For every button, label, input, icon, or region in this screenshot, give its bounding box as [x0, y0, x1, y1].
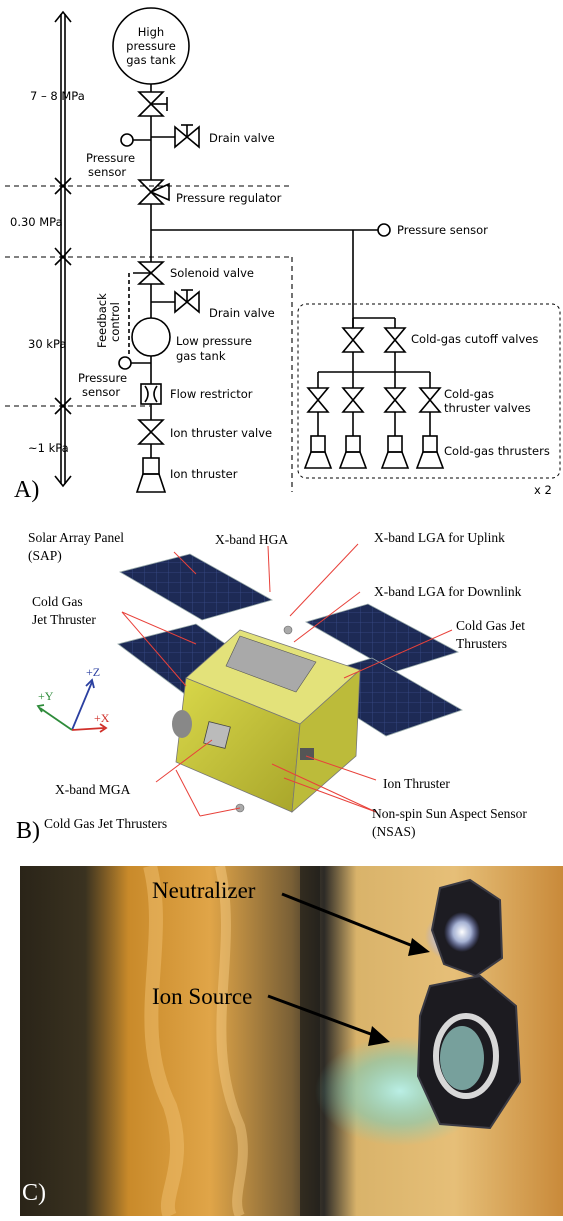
ion-engine-photograph: Neutralizer Ion Source C) — [20, 864, 563, 1220]
hga-label: X-band HGA — [215, 532, 288, 547]
flow-restrictor — [140, 383, 162, 405]
cg-valves-label-2: thruster valves — [444, 401, 531, 415]
gas-system-schematic: High pressure gas tank 7 – 8 MPa 0.30 MP… — [5, 7, 561, 503]
lga-uplink-label: X-band LGA for Uplink — [374, 530, 505, 545]
pressure-sensor-1 — [120, 133, 134, 147]
nsas-label-1: Non-spin Sun Aspect Sensor — [372, 806, 527, 821]
multiplier-label: x 2 — [534, 483, 552, 497]
pressure-sensor-right — [377, 223, 391, 237]
panel-c-letter: C) — [22, 1180, 46, 1206]
feedback-label-1: Feedback — [95, 293, 109, 348]
panel-a-letter: A) — [14, 477, 39, 503]
cold-gas-module-box — [297, 303, 561, 479]
hga-panel — [225, 635, 317, 693]
sap-label-1: Solar Array Panel — [28, 530, 124, 545]
ion-thruster-nozzle — [135, 473, 167, 493]
ion-source-label: Ion Source — [152, 984, 252, 1009]
pressure-sensor-2-label-1: Pressure — [78, 371, 127, 385]
solar-panel-back-right — [304, 603, 460, 673]
axis-z-label: +Z — [86, 665, 100, 679]
ion-thruster-label: Ion thruster — [170, 467, 238, 481]
tank-label-3: gas tank — [126, 53, 176, 67]
pressure-zone-dividers — [5, 185, 293, 492]
pressure-label-2: 0.30 MPa — [10, 215, 63, 229]
drain-valve-1-label: Drain valve — [209, 131, 275, 145]
cg-valves-label-1: Cold-gas — [444, 387, 494, 401]
solar-panel-back-left — [118, 553, 274, 621]
panel-b-spacecraft-view: +Z +Y +X Solar Array Panel (SAP) X-band … — [0, 512, 563, 850]
regulator-label: Pressure regulator — [176, 191, 282, 205]
panel-b-letter: B) — [16, 818, 40, 844]
spacecraft-side-face — [291, 669, 361, 813]
pressure-label-4: ~1 kPa — [28, 441, 69, 455]
tank-label-1: High — [138, 25, 164, 39]
pressure-label-1: 7 – 8 MPa — [30, 89, 85, 103]
lp-tank-label-1: Low pressure — [176, 334, 252, 348]
annotation-arrows — [267, 892, 430, 1046]
axis-y-label: +Y — [38, 689, 54, 703]
cgjt-right-label-2: Thrusters — [456, 636, 507, 651]
pressure-sensor-1-label-2: sensor — [88, 165, 126, 179]
pressure-sensor-2-label-2: sensor — [82, 385, 120, 399]
mga-antenna — [203, 721, 231, 749]
cgjt-left-label-1: Cold Gas — [32, 594, 83, 609]
flow-restrictor-label: Flow restrictor — [170, 387, 253, 401]
cgjt-bottom-label: Cold Gas Jet Thrusters — [44, 816, 167, 831]
diagram-labels: High pressure gas tank 7 – 8 MPa 0.30 MP… — [10, 25, 552, 497]
lga-antenna — [283, 625, 293, 635]
ion-thruster-label-b: Ion Thruster — [383, 776, 450, 791]
pressure-sensor-right-label: Pressure sensor — [397, 223, 488, 237]
tank-label-2: pressure — [126, 39, 176, 53]
cgjt-right-label-1: Cold Gas Jet — [456, 618, 525, 633]
cgjt-left-label-2: Jet Thruster — [32, 612, 96, 627]
side-thruster — [172, 710, 192, 738]
solenoid-valve-label: Solenoid valve — [170, 266, 254, 280]
lga-downlink-label: X-band LGA for Downlink — [374, 584, 522, 599]
cold-gas-thrusters — [303, 372, 445, 469]
mga-label: X-band MGA — [55, 782, 131, 797]
coordinate-axes — [36, 678, 108, 733]
axis-x-label: +X — [94, 711, 110, 725]
pressure-label-3: 30 kPa — [28, 337, 66, 351]
lp-tank-label-2: gas tank — [176, 349, 226, 363]
feedback-label-2: control — [108, 302, 122, 342]
ion-thruster-port — [300, 748, 314, 760]
neutralizer-label: Neutralizer — [152, 878, 256, 903]
axis-labels: +Z +Y +X — [38, 665, 110, 725]
pressure-sensor-2 — [118, 356, 132, 370]
ion-valve-label: Ion thruster valve — [170, 426, 272, 440]
callout-lines — [121, 543, 453, 817]
low-pressure-tank — [131, 317, 171, 357]
pressure-range-arrows — [54, 10, 72, 488]
panel-a-gas-system-diagram: High pressure gas tank 7 – 8 MPa 0.30 MP… — [0, 0, 563, 510]
component-labels: Solar Array Panel (SAP) X-band HGA X-ban… — [28, 530, 527, 839]
cg-thrusters-label: Cold-gas thrusters — [444, 444, 550, 458]
pressure-sensor-1-label-1: Pressure — [86, 151, 135, 165]
spacecraft-illustration: +Z +Y +X Solar Array Panel (SAP) X-band … — [16, 530, 527, 844]
drain-valve-2-label: Drain valve — [209, 306, 275, 320]
cutoff-valves-label: Cold-gas cutoff valves — [411, 332, 538, 346]
sap-label-2: (SAP) — [28, 548, 62, 563]
nsas-label-2: (NSAS) — [372, 824, 416, 839]
panel-c-ion-engine-photo: Neutralizer Ion Source C) — [0, 864, 563, 1220]
